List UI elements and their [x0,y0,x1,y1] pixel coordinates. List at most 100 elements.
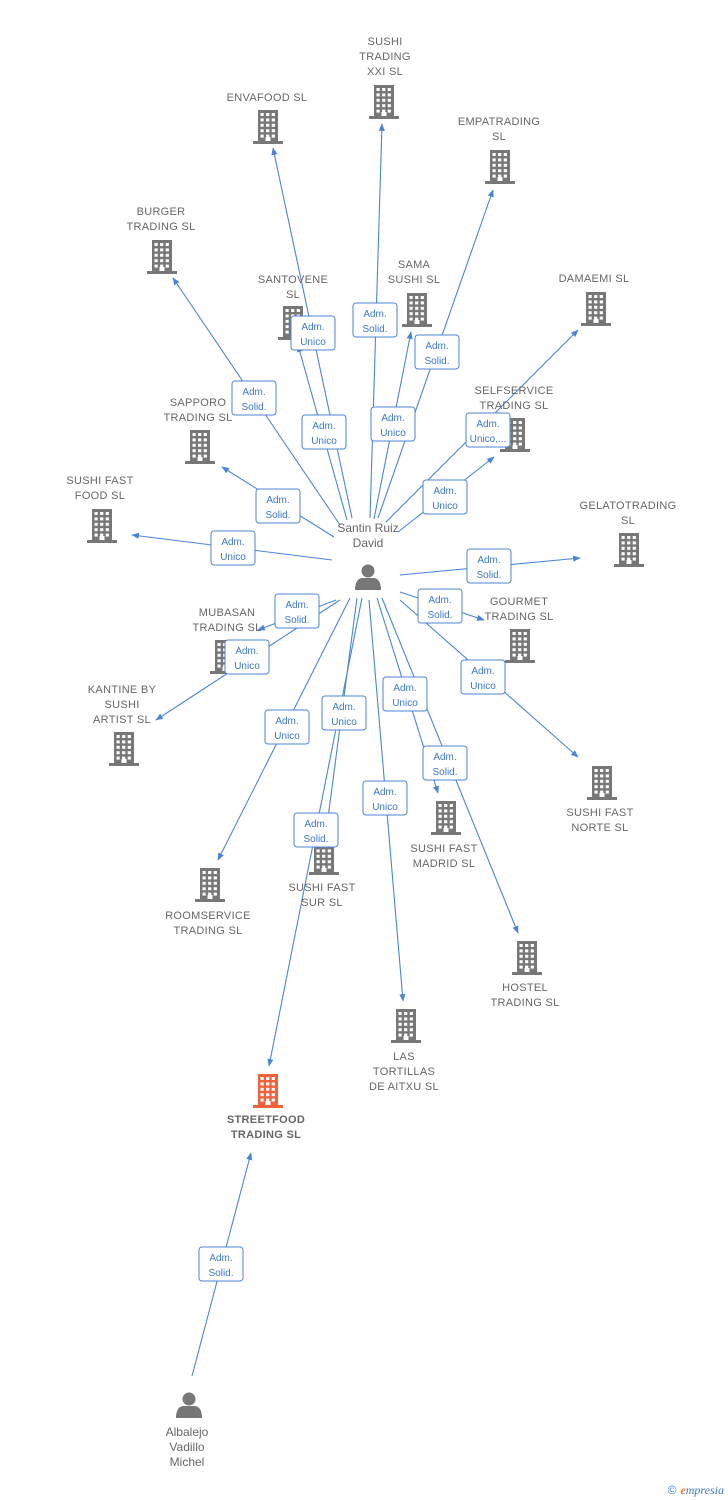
company-name: TRADING SL [192,622,261,634]
building-icon [581,292,611,326]
edge-label-santin-hostel_trading[interactable]: Adm.Solid. [422,745,468,781]
edge-label-text: Unico [432,501,458,512]
edge-label-box [370,406,416,442]
edge-label-santin-sushi_fast_norte[interactable]: Adm.Unico [460,659,506,695]
edge-label-text: Unico [300,337,326,348]
company-name: DE AITXU SL [369,1081,439,1093]
company-name: SUSHI SL [388,274,441,286]
edge-label-santin-kantine[interactable]: Adm.Unico [224,639,270,675]
edge-label-santin-sushi_trading_xxi[interactable]: Adm.Solid. [352,302,398,338]
company-name: MUBASAN [199,607,256,619]
company-name: EMPATRADING [458,116,540,128]
company-name: GELATOTRADING [579,500,676,512]
edge-label-box [224,639,270,675]
edge-label-text: Unico [311,436,337,447]
edge-label-santin-envafood[interactable]: Adm. Unico [290,315,336,351]
company-name: MADRID SL [413,858,476,870]
edge-label-santin-streetfood_trading[interactable]: Adm.Solid. [293,812,339,848]
edge-label-text: Solid. [476,570,501,581]
edge-label-text: Unico [234,661,260,672]
edge-label-text: Solid. [241,402,266,413]
footer-brand[interactable]: ©empresia [668,1483,724,1498]
edge-label-santin-sama_sushi[interactable]: Adm.Unico [370,406,416,442]
building-icon [195,868,225,902]
edge-label-box [465,412,511,448]
edge-label-santin-burger_trading[interactable]: Adm. Solid. [231,380,277,416]
edge-label-santin-gourmet_trading[interactable]: Adm.Solid. [417,588,463,624]
edge-label-santin-empatrading[interactable]: Adm.Solid. [414,334,460,370]
company-name: SAPPORO [170,397,227,409]
building-icon [431,801,461,835]
building-icon [505,629,535,663]
edge-label-santin-gelatotrading[interactable]: Adm.Solid. [466,548,512,584]
company-name: HOSTEL [502,982,548,994]
edge-label-box [290,315,336,351]
building-icon [485,150,515,184]
edge-label-santin-sushi_fast_food[interactable]: Adm.Unico [210,530,256,566]
person-icon [176,1392,202,1418]
edge-label-santin-sapporo_trading[interactable]: Adm.Solid. [255,488,301,524]
company-node-envafood[interactable]: ENVAFOOD SL [227,92,308,144]
edge-label-santin-damaemi[interactable]: Adm.Unico,... [465,412,511,448]
building-icon [309,841,339,875]
edge-label-text: Adm. [266,495,289,506]
edge-label-text: Adm. [301,322,324,333]
edge-label-text: Adm. [242,387,265,398]
edge-label-text: Adm. [285,600,308,611]
company-node-empatrading[interactable]: EMPATRADING SL [458,116,540,184]
edge-label-text: Unico [392,698,418,709]
edge-label-santin-selfservice_trading[interactable]: Adm.Unico [422,479,468,515]
company-name: SL [492,131,506,143]
person-name: Michel [170,1455,205,1469]
company-node-damaemi[interactable]: DAMAEMI SL [559,273,630,326]
building-icon [147,240,177,274]
edge-label-text: Adm. [363,309,386,320]
edge-label-santin-roomservice_trading[interactable]: Adm.Unico [264,709,310,745]
edge-label-santin-las_tortillas[interactable]: Adm.Unico [362,780,408,816]
edge-label-text: Adm. [476,419,499,430]
company-name: KANTINE BY [88,684,157,696]
company-name: TRADING SL [490,997,559,1009]
edge-label-box [382,676,428,712]
building-icon [391,1009,421,1043]
edge-label-text: Solid. [432,767,457,778]
company-name: TRADING [359,51,411,63]
edge-label-text: Solid. [208,1268,233,1279]
company-name: TRADING SL [479,400,548,412]
edge-label-santin-mubasan_trading[interactable]: Adm.Solid. [274,593,320,629]
company-node-hostel_trading[interactable]: HOSTEL TRADING SL [490,941,559,1009]
edge-label-santin-sushi_fast_madrid[interactable]: Adm.Unico [382,676,428,712]
company-name: STREETFOOD [227,1114,305,1126]
building-icon [87,509,117,543]
person-name: Vadillo [169,1440,204,1454]
edge-label-albalejo-streetfood_trading[interactable]: Adm.Solid. [198,1246,244,1282]
edge-label-santin-sushi_fast_sur[interactable]: Adm.Unico [321,695,367,731]
person-name: Santin Ruiz [337,521,398,535]
edge-label-text: Adm. [471,666,494,677]
building-icon [253,1074,283,1108]
person-icon [355,564,381,590]
edge-label-box [255,488,301,524]
company-name: TORTILLAS [373,1066,435,1078]
edge-label-santin-santovene[interactable]: Adm.Unico [301,414,347,450]
company-name: SUR SL [301,897,343,909]
